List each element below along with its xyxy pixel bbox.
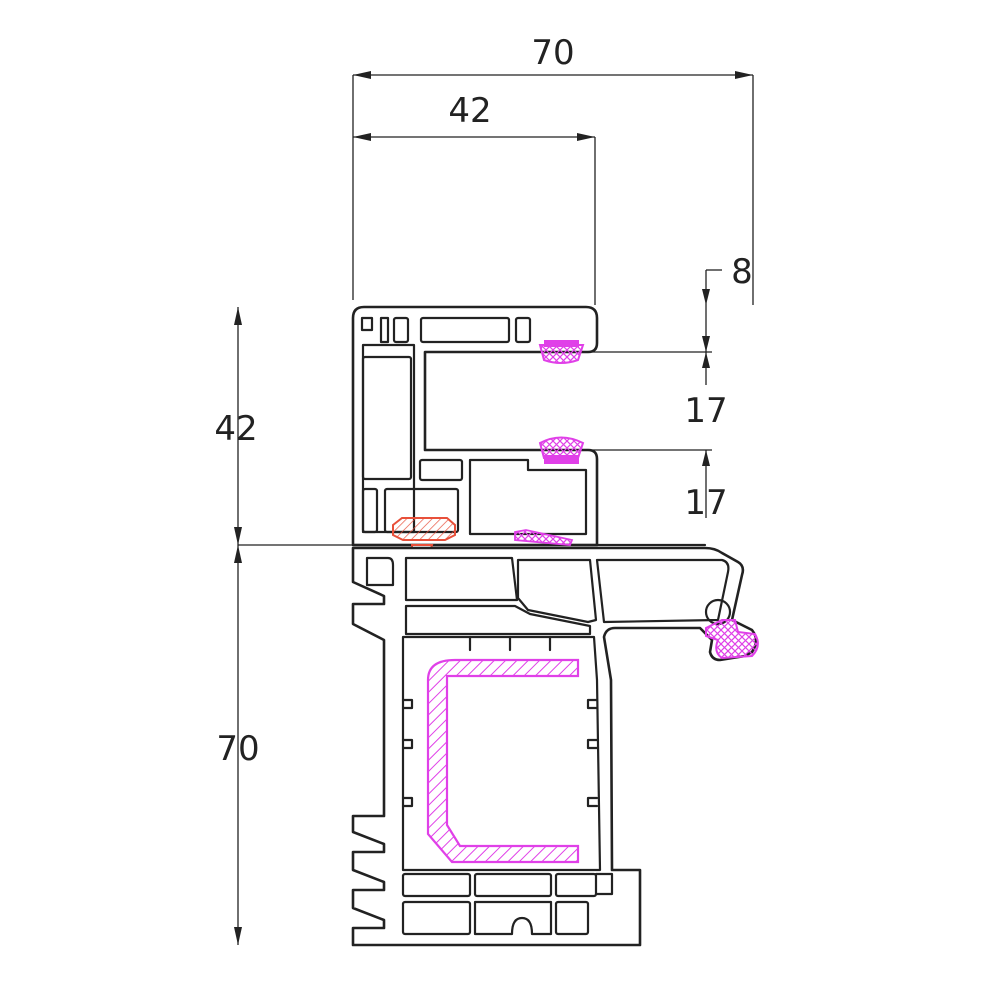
arrow-up-icon [702, 450, 710, 466]
dimension-gasket-spacing: 17 17 [583, 352, 728, 523]
arrow-down-icon [702, 289, 710, 305]
steel-reinforcement [426, 658, 580, 864]
sash-gasket-middle [538, 436, 585, 464]
frame-profile [351, 546, 758, 947]
arrow-left-icon [353, 71, 371, 79]
arrow-up-icon [234, 307, 242, 325]
dimension-total-width: 70 [352, 33, 754, 305]
dimension-sash-width: 42 [353, 91, 596, 305]
arrow-right-icon [577, 133, 595, 141]
dimension-label-frame-height: 70 [216, 729, 259, 769]
dimension-label-gasket-spacing-2: 17 [684, 483, 727, 523]
sash-gasket-strip [514, 529, 574, 546]
dimension-label-gap-top: 8 [731, 252, 753, 292]
arrow-right-icon [735, 71, 753, 79]
frame-gasket [705, 619, 759, 660]
dimension-label-sash-height: 42 [214, 409, 257, 449]
dimension-gap-top: 8 [583, 252, 753, 385]
arrow-down-icon [234, 527, 242, 545]
arrow-down-icon [702, 336, 710, 352]
arrow-left-icon [353, 133, 371, 141]
sash-gasket-top [538, 340, 585, 364]
dimension-frame-height: 70 [216, 545, 260, 945]
arrow-up-icon [234, 545, 242, 563]
dimension-sash-height: 42 [214, 307, 355, 546]
dimension-label-gasket-spacing-1: 17 [684, 391, 727, 431]
arrow-down-icon [234, 927, 242, 945]
dimension-label-sash-width: 42 [448, 91, 491, 131]
dimension-label-total-width: 70 [531, 33, 574, 73]
sash-profile [351, 305, 707, 547]
arrow-up-icon [702, 352, 710, 368]
